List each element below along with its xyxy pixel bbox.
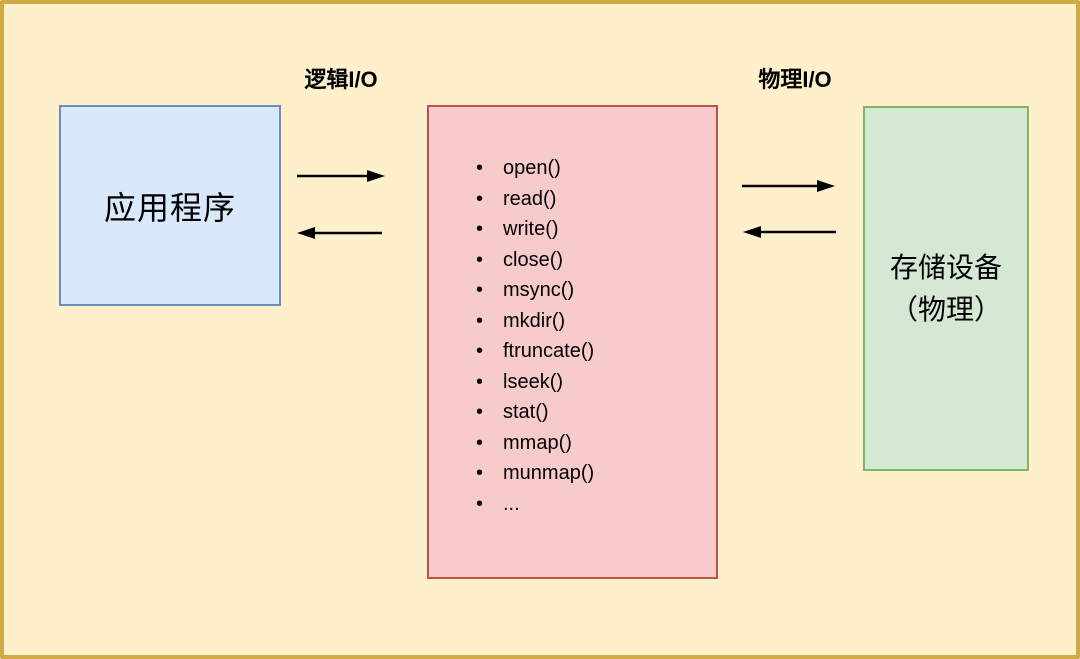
syscall-item: ftruncate() bbox=[476, 336, 716, 367]
logical-io-label: 逻辑I/O bbox=[304, 67, 378, 92]
syscall-item: munmap() bbox=[476, 458, 716, 489]
application-node: 应用程序 bbox=[59, 105, 281, 306]
syscall-item: close() bbox=[476, 245, 716, 276]
physical-io-label: 物理I/O bbox=[758, 67, 832, 92]
arrow-left-icon bbox=[743, 226, 836, 238]
arrow-right-icon bbox=[742, 180, 835, 192]
storage-node: 存储设备 （物理） bbox=[863, 106, 1029, 471]
syscall-item: ... bbox=[476, 489, 716, 520]
syscalls-node: open() read() write() close() msync() mk… bbox=[427, 105, 718, 579]
syscall-item: write() bbox=[476, 214, 716, 245]
syscall-item: lseek() bbox=[476, 367, 716, 398]
storage-label-line1: 存储设备 bbox=[889, 251, 1002, 283]
arrow-right-icon bbox=[297, 170, 385, 182]
syscall-item: msync() bbox=[476, 275, 716, 306]
syscall-item: mkdir() bbox=[476, 306, 716, 337]
syscall-item: read() bbox=[476, 184, 716, 215]
syscall-item: open() bbox=[476, 153, 716, 184]
arrow-left-icon bbox=[297, 227, 382, 239]
storage-label-line2: （物理） bbox=[889, 293, 1002, 325]
syscall-item: mmap() bbox=[476, 428, 716, 459]
syscall-item: stat() bbox=[476, 397, 716, 428]
application-label: 应用程序 bbox=[103, 189, 236, 226]
syscall-list: open() read() write() close() msync() mk… bbox=[429, 107, 716, 519]
